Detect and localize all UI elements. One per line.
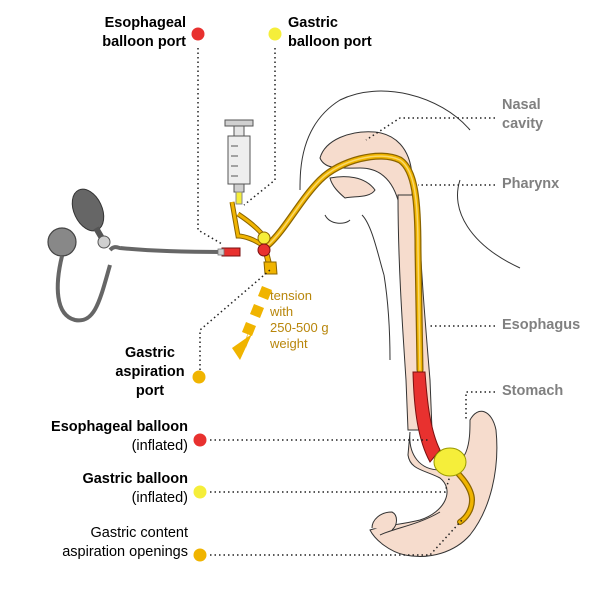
leader-nasal [365, 117, 495, 141]
label-esophagus: Esophagus [502, 317, 581, 333]
leader-gastric-balloon [210, 475, 451, 493]
esophageal-balloon [412, 371, 441, 463]
label-esophageal-balloon: Esophageal balloon (inflated) [51, 419, 188, 454]
leader-gastric-port [243, 48, 276, 206]
syringe [224, 119, 254, 205]
aspiration-connector [263, 261, 278, 275]
label-gastric-balloon: Gastric balloon (inflated) [82, 471, 188, 506]
label-esophageal-port: Esophageal balloon port [102, 15, 186, 50]
tension-arrow [232, 286, 272, 360]
tube-main-highlight [267, 155, 421, 371]
esophageal-port-hub [257, 243, 271, 257]
inflation-bulb [71, 188, 105, 232]
gastric-port-dot [268, 27, 282, 41]
sengstaken-tube [119, 152, 476, 525]
aspiration-openings-dot [193, 548, 207, 562]
pressure-gauge [47, 227, 77, 257]
leader-esophageal-port [197, 48, 223, 245]
leader-stomach [465, 391, 495, 420]
label-stomach: Stomach [502, 383, 564, 399]
leader-aspiration-openings [210, 519, 463, 556]
sphygmomanometer [47, 188, 121, 323]
esophageal-port-dot [191, 27, 205, 41]
label-pharynx: Pharynx [502, 176, 560, 192]
gauge-hose [55, 255, 112, 323]
stomach-inner [379, 511, 441, 536]
pressure-connector [221, 247, 241, 257]
label-aspiration-port: Gastric aspiration port [115, 345, 185, 399]
gastric-balloon [433, 447, 467, 477]
label-aspiration-openings: Gastric content aspiration openings [62, 525, 188, 560]
label-gastric-port: Gastric balloon port [288, 15, 372, 50]
esophageal-balloon-dot [193, 433, 207, 447]
pressure-line [119, 246, 223, 254]
gastric-balloon-dot [193, 485, 207, 499]
label-nasal-cavity: Nasal cavity [502, 97, 544, 132]
head-outline [299, 90, 521, 361]
aspiration-port-dot [192, 370, 206, 384]
duodenum [371, 511, 397, 531]
leader-aspiration-port [199, 269, 271, 370]
leader-lines [197, 48, 495, 556]
palate-tissue [329, 176, 376, 199]
gastric-port-hub [257, 231, 271, 245]
label-tension: tension with 250-500 g weight [270, 288, 329, 351]
